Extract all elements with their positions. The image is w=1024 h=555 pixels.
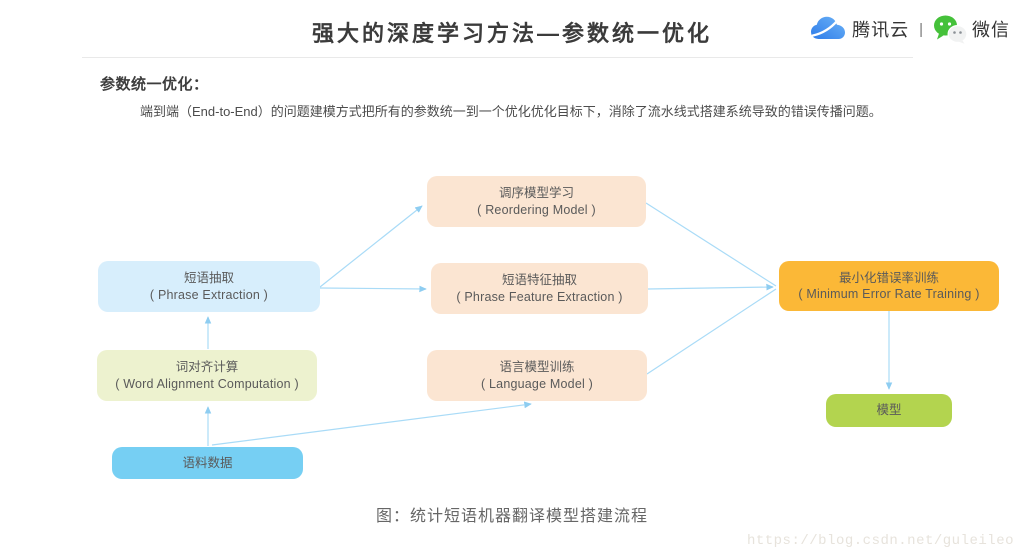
brand-area: 腾讯云 | 微信 [809,14,1010,44]
node-label-en: ( Language Model ) [480,376,593,391]
wechat-label: 微信 [972,20,1010,40]
arrow-corpus-to-language-model [211,401,532,446]
arrow-reordering-to-mert [645,202,777,287]
node-label-zh: 语料数据 [182,455,233,470]
section-heading: 参数统一优化： [100,76,209,93]
node-label-zh: 语言模型训练 [499,360,575,374]
node-label-zh: 最小化错误率训练 [838,270,939,285]
node-reordering-model: 调序模型学习 ( Reordering Model ) [427,176,646,227]
node-label-en: ( Phrase Feature Extraction ) [456,289,623,304]
node-label-en: ( Word Alignment Computation ) [115,376,299,391]
watermark-url: https://blog.csdn.net/guleileo [746,533,1014,549]
node-model: 模型 [826,394,952,427]
arrow-phrase-extraction-to-reordering [319,205,423,288]
tencent-cloud-label: 腾讯云 [852,20,910,40]
arrow-phrase-extraction-to-phrase-feature [319,285,427,293]
node-label-zh: 短语特征抽取 [501,273,577,287]
wechat-icon [934,15,967,44]
node-label-zh: 词对齐计算 [175,360,239,374]
section-paragraph: 端到端（End-to-End）的问题建模方式把所有的参数统一到一个优化优化目标下… [140,104,882,119]
node-label-en: ( Phrase Extraction ) [149,287,269,302]
node-phrase-extraction: 短语抽取 ( Phrase Extraction ) [98,261,320,312]
node-label-zh: 短语抽取 [183,271,234,285]
node-word-alignment: 词对齐计算 ( Word Alignment Computation ) [97,350,317,401]
node-language-model: 语言模型训练 ( Language Model ) [427,350,647,401]
page-title: 强大的深度学习方法—参数统一优化 [311,21,712,46]
tencent-cloud-icon [811,16,846,39]
arrow-phrase-feature-to-mert [647,283,774,291]
arrow-language-model-to-mert [646,288,777,375]
brand-separator: | [919,20,923,38]
node-min-error-rate-training: 最小化错误率训练 ( Minimum Error Rate Training ) [779,261,999,311]
node-phrase-feature-extraction: 短语特征抽取 ( Phrase Feature Extraction ) [431,263,648,314]
node-label-en: ( Minimum Error Rate Training ) [798,287,980,301]
node-label-zh: 模型 [876,403,902,418]
header-divider [82,57,913,58]
figure-caption: 图：统计短语机器翻译模型搭建流程 [375,508,648,525]
node-label-zh: 调序模型学习 [498,186,574,200]
node-corpus-data: 语料数据 [112,447,303,479]
node-label-en: ( Reordering Model ) [477,202,596,217]
